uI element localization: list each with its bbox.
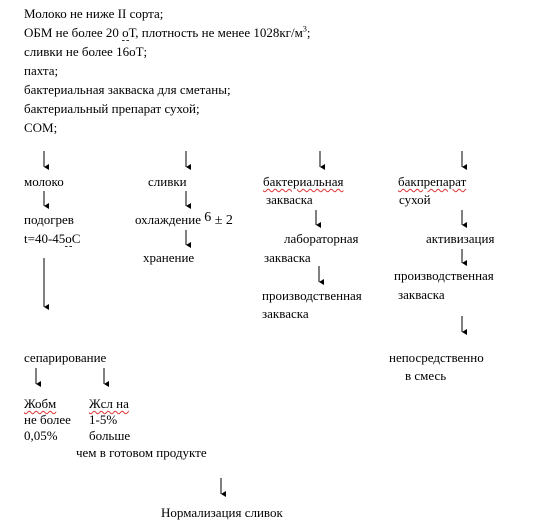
node-skim-fat-c: 0,05% bbox=[24, 428, 58, 443]
degree-symbol: о bbox=[65, 231, 72, 247]
node-heating-temperature: t=40-45оС bbox=[24, 231, 81, 247]
node-bacterial-starter-b: закваска bbox=[266, 192, 313, 207]
raw-material-milk: Молоко не ниже II сорта; bbox=[24, 6, 164, 21]
node-production-starter-2-b: закваска bbox=[398, 287, 445, 302]
cooling-tolerance: ± 2 bbox=[211, 213, 233, 228]
raw-material-starter: бактериальная закваска для сметаны; bbox=[24, 82, 231, 97]
temp-text-b: С bbox=[71, 231, 81, 246]
degree-symbol: о bbox=[122, 25, 129, 41]
raw-material-skim-milk: ОБМ не более 20 оТ, плотность не менее 1… bbox=[24, 24, 311, 41]
skim-milk-text-c: ; bbox=[306, 25, 311, 40]
node-skim-fat: Жобм bbox=[24, 396, 57, 411]
node-cream-normalization: Нормализация сливок bbox=[161, 505, 283, 520]
node-milk: молоко bbox=[24, 174, 64, 189]
raw-material-cream: сливки не более 16оТ; bbox=[24, 44, 147, 59]
skim-milk-text-a: ОБМ не более 20 bbox=[24, 25, 123, 40]
cooling-temp: 6 bbox=[204, 210, 212, 225]
node-cream-fat-c: больше bbox=[89, 428, 131, 443]
node-directly: непосредственно bbox=[389, 350, 484, 365]
node-separation: сепарирование bbox=[24, 350, 107, 365]
node-production-starter-b: закваска bbox=[262, 306, 309, 321]
cream-text-b: Т; bbox=[135, 44, 148, 59]
node-storage: хранение bbox=[143, 250, 195, 265]
node-activation: активизация bbox=[426, 231, 495, 246]
raw-material-buttermilk: пахта; bbox=[24, 63, 59, 78]
node-cream-fat: Жсл на bbox=[89, 396, 129, 411]
raw-material-som: СОМ; bbox=[24, 120, 58, 135]
cooling-label: охлаждение bbox=[135, 212, 201, 227]
temp-text-a: t=40-45 bbox=[24, 231, 66, 246]
node-lab-starter: лабораторная bbox=[284, 231, 359, 246]
node-cream-fat-b: 1-5% bbox=[89, 412, 118, 427]
node-bacterial-starter: бактериальная bbox=[263, 174, 344, 189]
node-skim-fat-b: не более bbox=[24, 412, 71, 427]
node-cooling: охлаждение 6 ± 2 bbox=[135, 210, 233, 228]
skim-milk-text-b: Т, плотность не менее 1028кг/м bbox=[128, 25, 303, 40]
node-lab-starter-b: закваска bbox=[264, 250, 311, 265]
cream-fat-label: Жсл на bbox=[89, 396, 129, 411]
node-dry-preparation: бакпрепарат bbox=[398, 174, 467, 189]
node-cream: сливки bbox=[148, 174, 187, 189]
node-production-starter-2: производственная bbox=[394, 268, 494, 283]
node-heating: подогрев bbox=[24, 212, 74, 227]
node-production-starter: производственная bbox=[262, 288, 362, 303]
raw-material-dry-preparation: бактериальный препарат сухой; bbox=[24, 101, 200, 116]
degree-symbol: о bbox=[129, 44, 136, 59]
node-into-mix: в смесь bbox=[405, 368, 447, 383]
cream-text-a: сливки не более 16 bbox=[24, 44, 130, 59]
cubic-superscript: 3 bbox=[302, 24, 307, 34]
node-dry-preparation-b: сухой bbox=[399, 192, 431, 207]
node-cream-fat-d: чем в готовом продукте bbox=[76, 445, 207, 460]
